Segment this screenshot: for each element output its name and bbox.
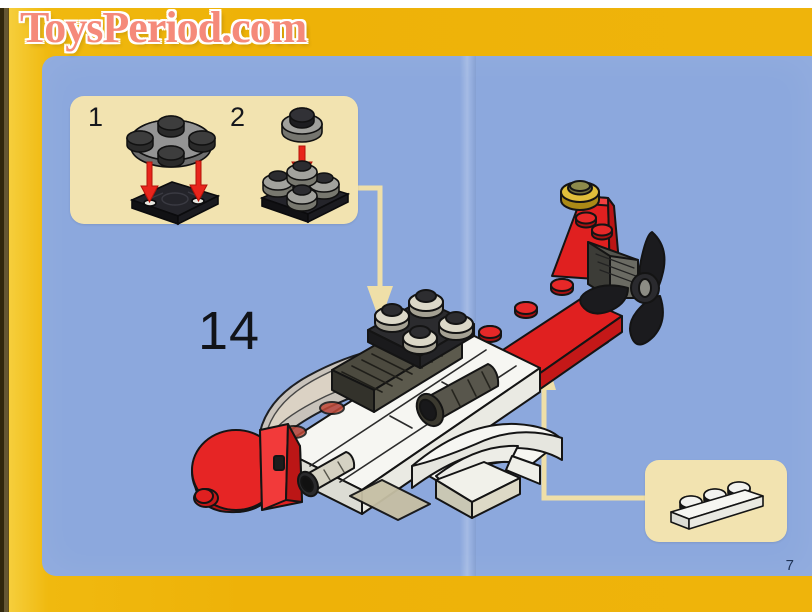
assembly-arrow-red: [140, 160, 208, 204]
substep-1-diagram: [126, 115, 221, 226]
substep-number-1: 1: [88, 102, 104, 132]
substep-callout-box: 1 2: [70, 96, 358, 226]
substep-number-2: 2: [230, 102, 246, 132]
step-number: 14: [198, 301, 261, 361]
helicopter-model: [191, 180, 666, 521]
substep-to-model-arrow: [351, 185, 393, 322]
page-number: 7: [785, 557, 794, 574]
side-exhaust-cylinder: [415, 363, 500, 428]
front-cylinder: [296, 451, 356, 498]
white-1x3-plate-icon: [670, 481, 764, 530]
book-spine-edge: [0, 8, 4, 612]
nose-cone-red: [191, 423, 303, 514]
tail-rotor-blades: [579, 231, 666, 346]
substep-2-diagram: [259, 107, 351, 224]
book-spine-shadow: [0, 8, 9, 612]
part-callout-box: [645, 460, 787, 542]
wing-assembly: [411, 422, 563, 519]
tan-underpanel: [349, 479, 431, 521]
gold-top-piece: [560, 180, 600, 211]
assembled-round-plate-part: [367, 289, 475, 369]
site-watermark: ToysPeriod.com: [20, 3, 307, 52]
paper-top-edge: [0, 0, 812, 8]
